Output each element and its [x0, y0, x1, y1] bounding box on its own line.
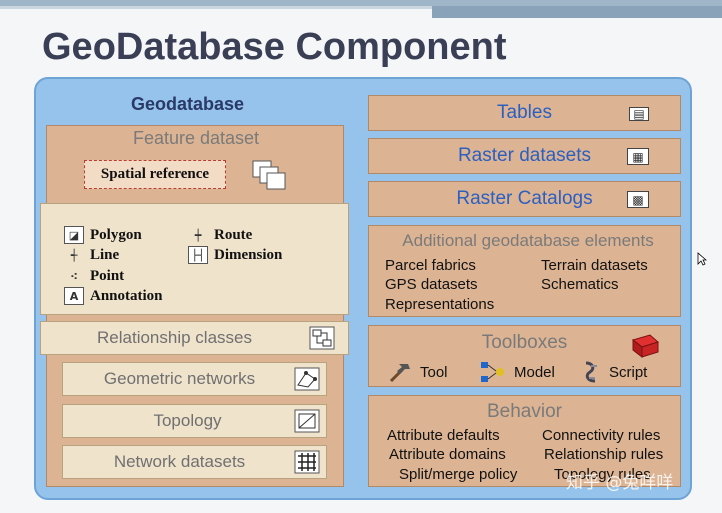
geometric-networks-icon [294, 367, 320, 391]
script-icon [585, 361, 597, 383]
behavior-title: Behavior [487, 401, 562, 422]
list-item: Terrain datasets [541, 257, 648, 274]
tool-label: Tool [420, 363, 448, 381]
script-label: Script [609, 363, 648, 381]
spatial-reference-icon [252, 160, 286, 190]
dimension-icon: ├┤ [188, 246, 208, 264]
table-icon: ▤ [629, 107, 649, 121]
feature-class-label: Route [214, 226, 253, 243]
toolboxes-box [368, 325, 681, 387]
top-bar [0, 0, 722, 6]
toolbox-icon [631, 334, 660, 358]
feature-class-line: ┽ Line [64, 246, 120, 264]
script-item: Script [583, 360, 647, 384]
feature-class-point: ⁖ Point [64, 267, 124, 285]
toolboxes-title: Toolboxes [481, 332, 568, 353]
additional-elements-title: Additional geodatabase elements [402, 231, 654, 250]
cursor-icon [697, 252, 707, 266]
list-item: Connectivity rules [542, 427, 661, 444]
route-icon: ┿ [194, 228, 202, 242]
raster-catalogs-box: Raster Catalogs [368, 181, 681, 217]
topology-box: Topology [62, 404, 327, 438]
network-datasets-box: Network datasets [62, 445, 327, 479]
feature-class-label: Dimension [214, 246, 283, 263]
spatial-reference-box: Spatial reference [84, 160, 226, 189]
list-item: Representations [385, 296, 495, 313]
model-item: Model [480, 360, 555, 384]
tables-box: Tables [368, 95, 681, 131]
geometric-networks-box: Geometric networks [62, 362, 327, 396]
polygon-icon: ◪ [64, 226, 84, 244]
slide-title: GeoDatabase Component [42, 26, 507, 68]
list-item: Schematics [541, 276, 619, 293]
tool-item: Tool [388, 360, 448, 384]
geodatabase-label: Geodatabase [131, 94, 245, 114]
point-icon: ⁖ [70, 269, 78, 283]
additional-elements-box [368, 225, 681, 317]
watermark: 知乎 @兔咩咩 [566, 473, 674, 493]
list-item: Topology rules [554, 466, 651, 483]
model-label: Model [514, 363, 555, 381]
top-line [0, 6, 432, 9]
feature-class-route: ┿ Route [188, 226, 253, 244]
hammer-icon [389, 364, 410, 383]
list-item: Attribute domains [389, 446, 506, 463]
raster-grid-icon: ▦ [627, 148, 649, 165]
relationship-classes-icon [309, 326, 335, 350]
network-datasets-icon [294, 450, 320, 474]
feature-class-annotation: A Annotation [64, 287, 163, 305]
annotation-icon: A [64, 287, 84, 305]
list-item: Relationship rules [544, 446, 664, 463]
feature-dataset-title: Feature dataset [132, 128, 260, 148]
list-item: Attribute defaults [387, 427, 500, 444]
raster-catalog-icon: ▩ [627, 191, 649, 208]
feature-class-label: Point [90, 267, 125, 284]
model-icon [481, 362, 504, 382]
line-icon: ┽ [70, 248, 78, 262]
top-bar-accent [432, 6, 722, 18]
list-item: GPS datasets [385, 276, 478, 293]
feature-class-label: Polygon [90, 226, 142, 243]
topology-icon [294, 409, 320, 433]
list-item: Split/merge policy [399, 466, 518, 483]
feature-class-label: Annotation [90, 287, 163, 304]
relationship-classes-box: Relationship classes [40, 321, 349, 355]
list-item: Parcel fabrics [385, 257, 476, 274]
feature-class-dimension: ├┤ Dimension [188, 246, 282, 264]
behavior-box [368, 395, 681, 487]
feature-class-label: Line [90, 246, 120, 263]
feature-class-polygon: ◪ Polygon [64, 226, 142, 244]
